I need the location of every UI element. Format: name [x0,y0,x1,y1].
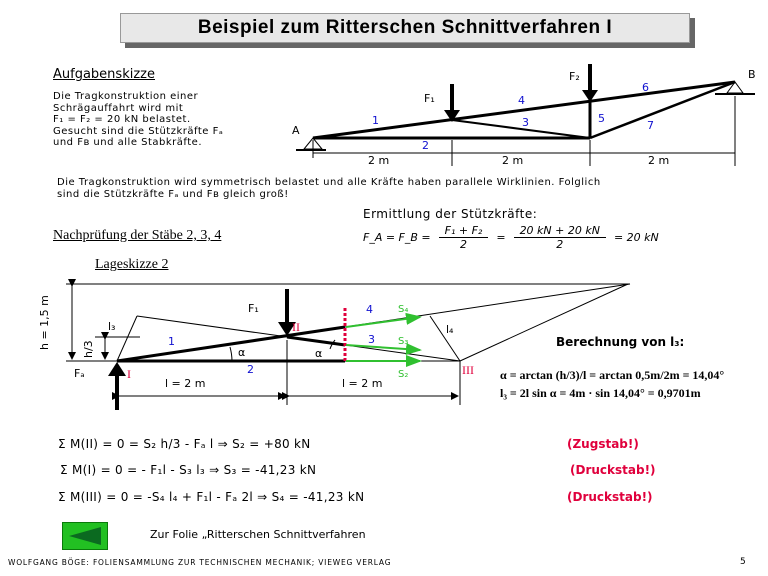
force-s3-arrow [345,343,422,356]
diagram-label: h = 1,5 m [38,295,51,350]
diagram-label: l = 2 m [342,377,382,390]
task-line: Gesucht sind die Stützkräfte Fₐ [53,125,224,137]
diagram-label: F₂ [569,70,580,83]
equation-s3: Σ M(I) = 0 = - F₁l - S₃ l₃ ⇒ S₃ = -41,23… [60,463,317,477]
support-heading: Ermittlung der Stützkräfte: [363,207,538,221]
page-number: 5 [740,557,746,567]
force-f1-arrow [444,110,460,122]
diagram-label: II [292,320,300,334]
numerator: F₁ + F₂ [438,224,489,238]
equals: = [496,231,506,244]
diagram-label: l₃ [108,320,115,333]
diagram-label: 3 [368,333,375,346]
back-link-label[interactable]: Zur Folie „Ritterschen Schnittverfahren [150,528,366,541]
diagram-label: 6 [642,81,649,94]
diagram-label: 2 m [648,154,669,167]
top-truss: A B F₁ F₂ 1 2 3 4 5 6 7 2 m 2 m 2 m [292,64,756,167]
diagram-label: B [748,68,756,81]
diagram-label: 5 [598,112,605,125]
numerator: 20 kN + 20 kN [513,224,606,238]
formula-result: = 20 kN [613,231,659,244]
denominator: 2 [556,238,564,251]
lower-truss: h = 1,5 m h/3 F₁ Fₐ I II III 1 2 3 4 S₄ … [38,279,631,410]
diagram-label: S₂ [398,369,408,380]
diagram-label: α [238,346,245,359]
task-line: F₁ = F₂ = 20 kN belastet. [53,114,191,125]
diagram-label: I [127,367,131,381]
arrow-left-icon [69,527,101,545]
diagram-label: S₃ [398,336,408,347]
calc-line-1: α = arctan (h/3)/l = arctan 0,5m/2m = 14… [500,368,725,382]
diagram-label: F₁ [424,92,435,105]
diagram-label: 4 [366,303,373,316]
tag-zugstab: (Zugstab!) [567,437,639,451]
diagram-label: 2 m [368,154,389,167]
equation-s4: Σ M(III) = 0 = -S₄ l₄ + F₁l - Fₐ 2l ⇒ S₄… [58,490,365,504]
symmetry-note: Die Tragkonstruktion wird symmetrisch be… [57,177,601,200]
check-heading: Nachprüfung der Stäbe 2, 3, 4 [53,228,222,243]
diagram-label: 2 [247,363,254,376]
formula-lhs: F_A = F_B = [363,231,431,244]
diagram-label: 2 [422,139,429,152]
force-s4-arrow [345,312,422,328]
force-f2-arrow [582,90,598,102]
back-link-button[interactable] [62,522,108,550]
task-line: Die Tragkonstruktion einer [53,91,199,102]
denominator: 2 [460,238,467,251]
diagram-label: Fₐ [74,367,85,380]
tag-druckstab: (Druckstab!) [567,490,653,504]
task-text: Die Tragkonstruktion einer Schrägauffahr… [53,91,223,149]
slide-title: Beispiel zum Ritterschen Schnittverfahre… [120,13,690,43]
note-line: sind die Stützkräfte Fₐ und Fʙ gleich gr… [57,188,289,200]
footer: WOLFGANG BÖGE: FOLIENSAMMLUNG ZUR TECHNI… [8,558,392,567]
diagram-label: α [315,347,322,360]
diagram-label: 1 [372,114,379,127]
lage-heading: Lageskizze 2 [95,257,169,272]
tag-druckstab: (Druckstab!) [570,463,656,477]
note-line: Die Tragkonstruktion wird symmetrisch be… [57,177,601,188]
calc-heading: Berechnung von l₃: [556,335,685,349]
diagram-label: III [462,363,474,377]
diagram-label: 3 [522,116,529,129]
diagram-label: 1 [168,335,175,348]
force-f1-arrow [278,322,296,336]
calc-line-2: l₃ = 2l sin α = 4m · sin 14,04° = 0,9701… [500,386,701,400]
diagram-label: F₁ [248,302,259,315]
diagram-label: S₄ [398,304,408,315]
equation-s2: Σ M(II) = 0 = S₂ h/3 - Fₐ l ⇒ S₂ = +80 k… [58,437,311,451]
task-line: und Fʙ und alle Stabkräfte. [53,137,203,148]
diagram-label: l = 2 m [165,377,205,390]
diagram-label: h/3 [82,340,95,358]
diagram-label: l₄ [446,323,454,336]
diagram-label: A [292,124,300,137]
diagram-label: 4 [518,94,525,107]
force-fa-arrow [108,362,126,376]
diagram-label: 7 [647,119,654,132]
task-line: Schrägauffahrt wird mit [53,102,184,114]
diagram-label: 2 m [502,154,523,167]
task-heading: Aufgabenskizze [53,67,155,82]
